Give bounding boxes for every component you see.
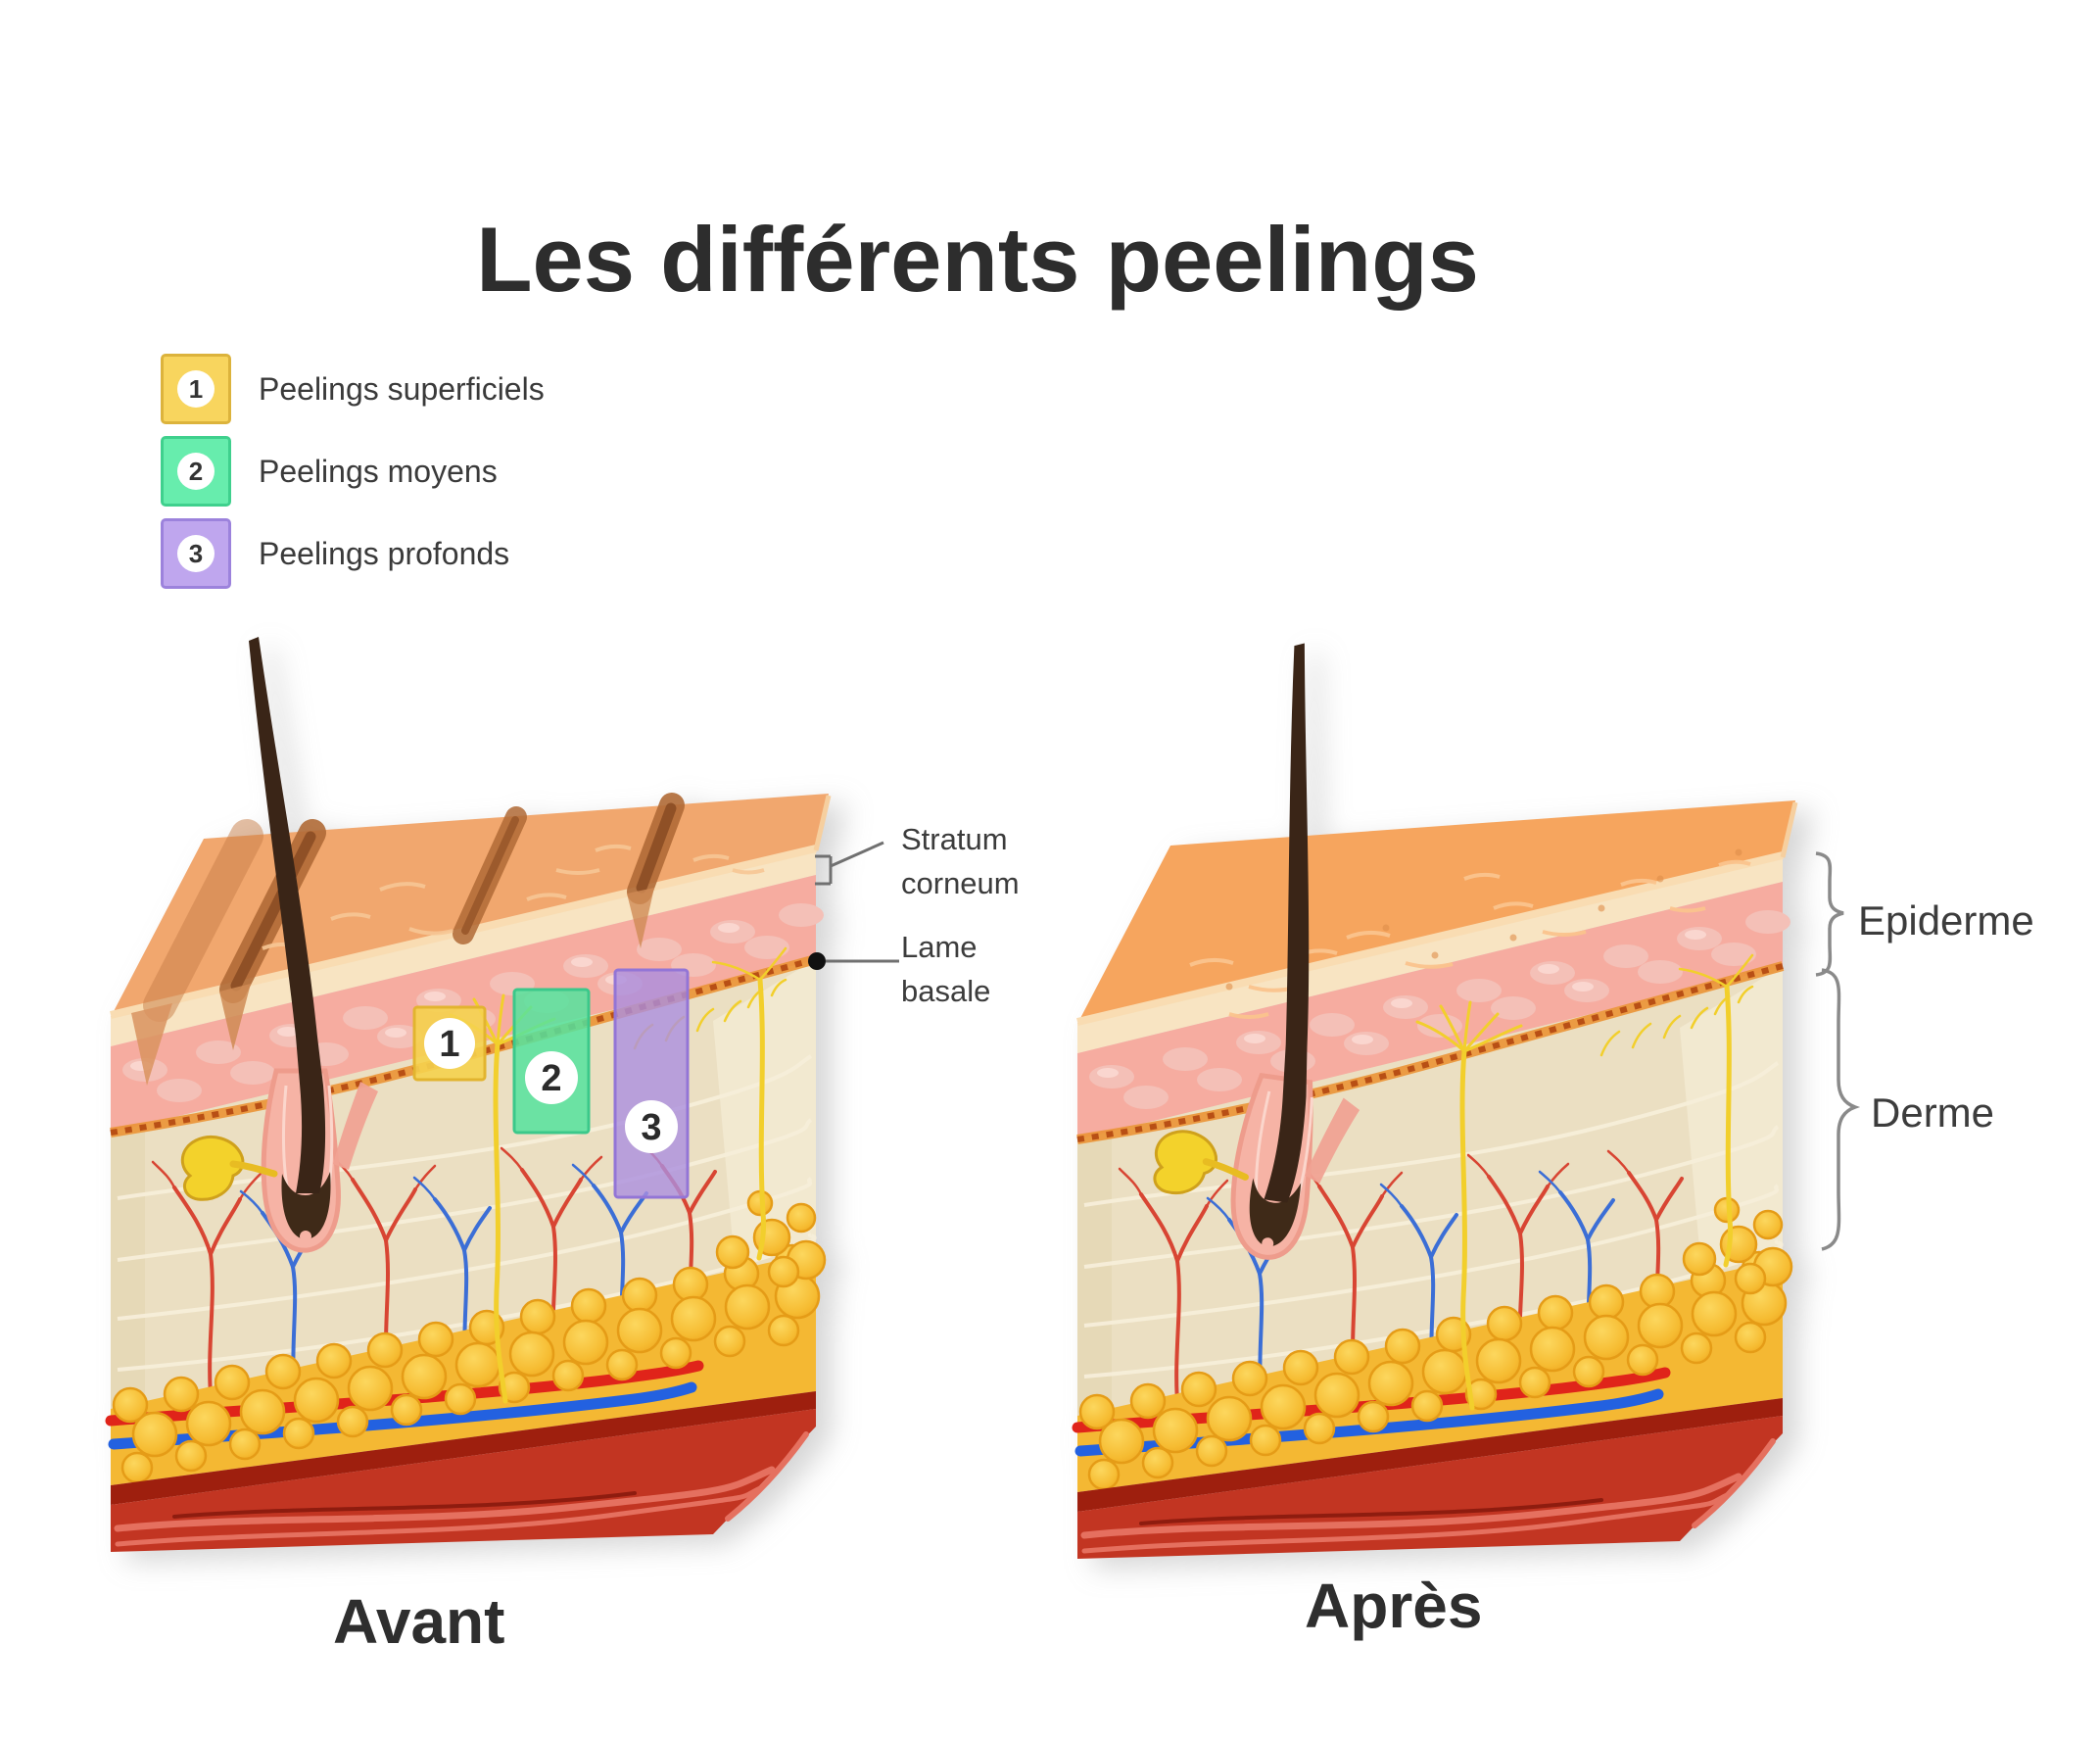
label-lame-basale: Lame basale: [901, 925, 990, 1013]
legend-label-superficiel: Peelings superficiels: [259, 370, 545, 407]
legend-number-3: 3: [177, 535, 215, 572]
lame-line1: Lame: [901, 930, 978, 964]
surface-notches: [131, 888, 654, 1086]
derme-brace: [1821, 968, 1861, 1251]
marker-circle-2: [525, 1051, 578, 1104]
peeling-markers: 1 2 3: [412, 968, 690, 1199]
legend-item-superficiel: 1 Peelings superficiels: [161, 353, 545, 425]
epiderme-brace: [1815, 851, 1844, 977]
smooth-surface-lines: [1189, 859, 1751, 1019]
legend-item-profond: 3 Peelings profonds: [161, 517, 509, 590]
legend-swatch-green: 2: [161, 436, 231, 507]
legend-item-moyen: 2 Peelings moyens: [161, 435, 498, 508]
label-stratum-corneum: Stratum corneum: [901, 817, 1020, 905]
legend-number-1: 1: [177, 370, 215, 408]
skin-illustration-after: [1053, 632, 1846, 1573]
marker-circle-1: [424, 1018, 475, 1069]
marker-zone-profond: [613, 968, 690, 1199]
marker-number-1: 1: [439, 1024, 459, 1065]
caption-after: Après: [1305, 1571, 1483, 1641]
skin-illustration-before: 1 2 3: [86, 625, 880, 1566]
page-title: Les différents peelings: [476, 207, 1479, 311]
legend-swatch-purple: 3: [161, 518, 231, 589]
lame-basale-pointer: [808, 952, 899, 970]
marker-number-3: 3: [641, 1107, 661, 1148]
legend-number-2: 2: [177, 453, 215, 490]
stratum-line2: corneum: [901, 866, 1020, 900]
stratum-line1: Stratum: [901, 822, 1008, 856]
label-epiderme: Epiderme: [1858, 897, 2034, 944]
caption-before: Avant: [333, 1586, 505, 1657]
stratum-corneum-pointer: [815, 841, 884, 886]
legend-swatch-yellow: 1: [161, 354, 231, 424]
lame-line2: basale: [901, 974, 991, 1008]
marker-circle-3: [625, 1100, 678, 1153]
legend-label-moyen: Peelings moyens: [259, 453, 498, 489]
wrinkle-grooves: [143, 793, 685, 1022]
marker-number-2: 2: [541, 1058, 561, 1099]
label-derme: Derme: [1871, 1089, 1995, 1136]
legend-label-profond: Peelings profonds: [259, 535, 510, 571]
